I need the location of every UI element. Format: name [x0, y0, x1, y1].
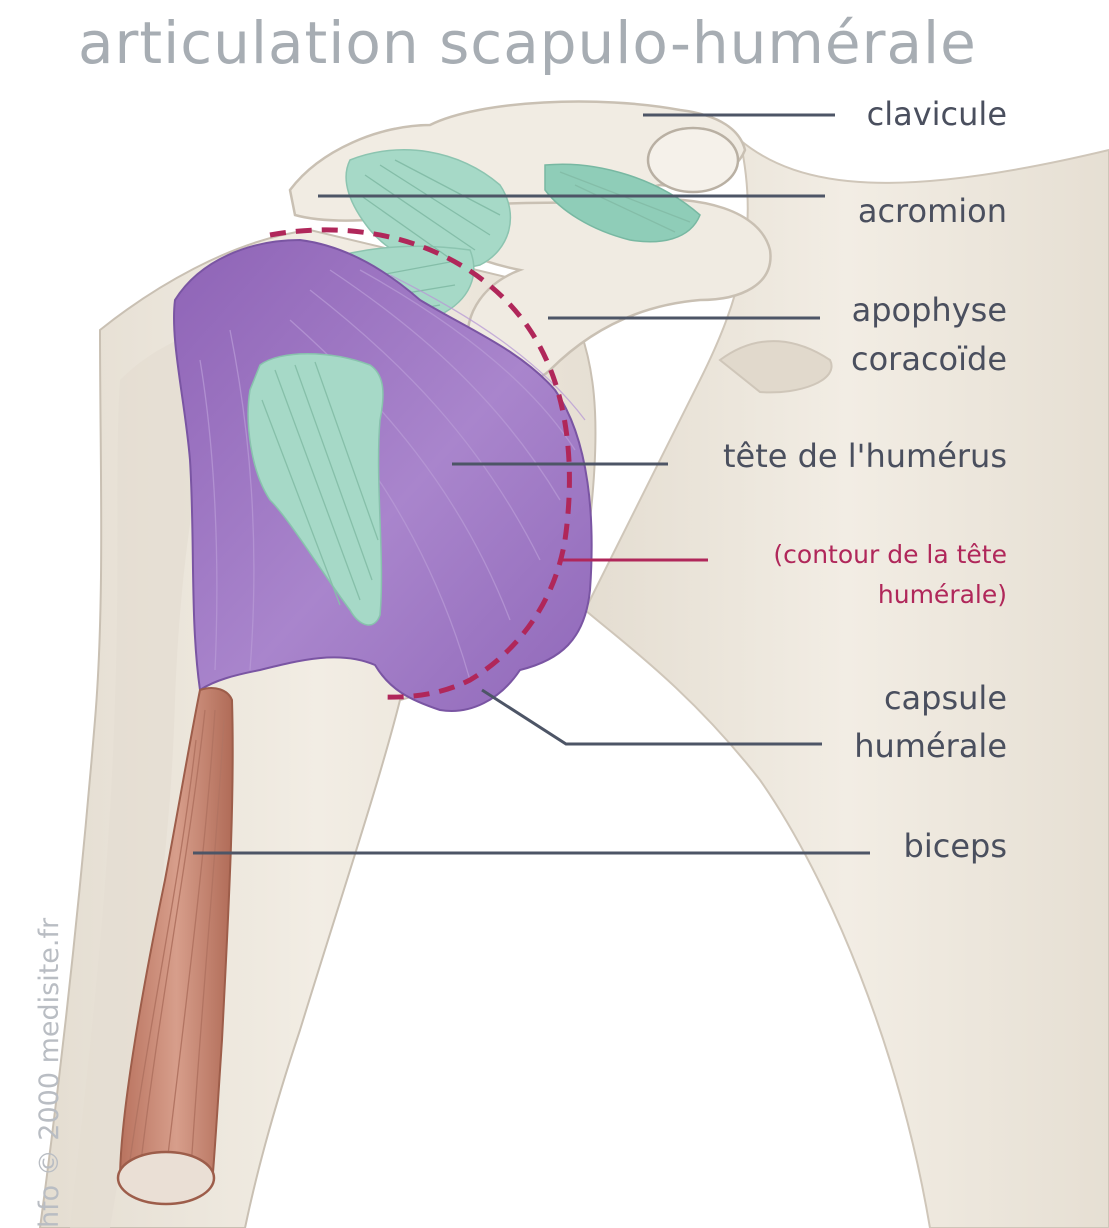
label-capsule: capsule	[884, 679, 1007, 717]
label-contour-line1: (contour de la tête	[773, 540, 1007, 569]
label-biceps: biceps	[904, 827, 1007, 865]
label-apophyse: apophyse	[852, 291, 1007, 329]
label-capsule-humerale: humérale	[854, 727, 1007, 765]
copyright-credit: hfo © 2000 medisite.fr	[34, 917, 65, 1228]
diagram-title: articulation scapulo-humérale	[78, 9, 977, 77]
label-acromion: acromion	[858, 192, 1007, 230]
label-clavicule: clavicule	[867, 95, 1007, 133]
biceps-tendon-end	[118, 1152, 214, 1204]
clavicle-end	[648, 128, 738, 192]
label-coracoide: coracoïde	[851, 340, 1007, 378]
label-contour-line2: humérale)	[878, 580, 1007, 609]
label-tete-humerus: tête de l'humérus	[723, 437, 1007, 475]
